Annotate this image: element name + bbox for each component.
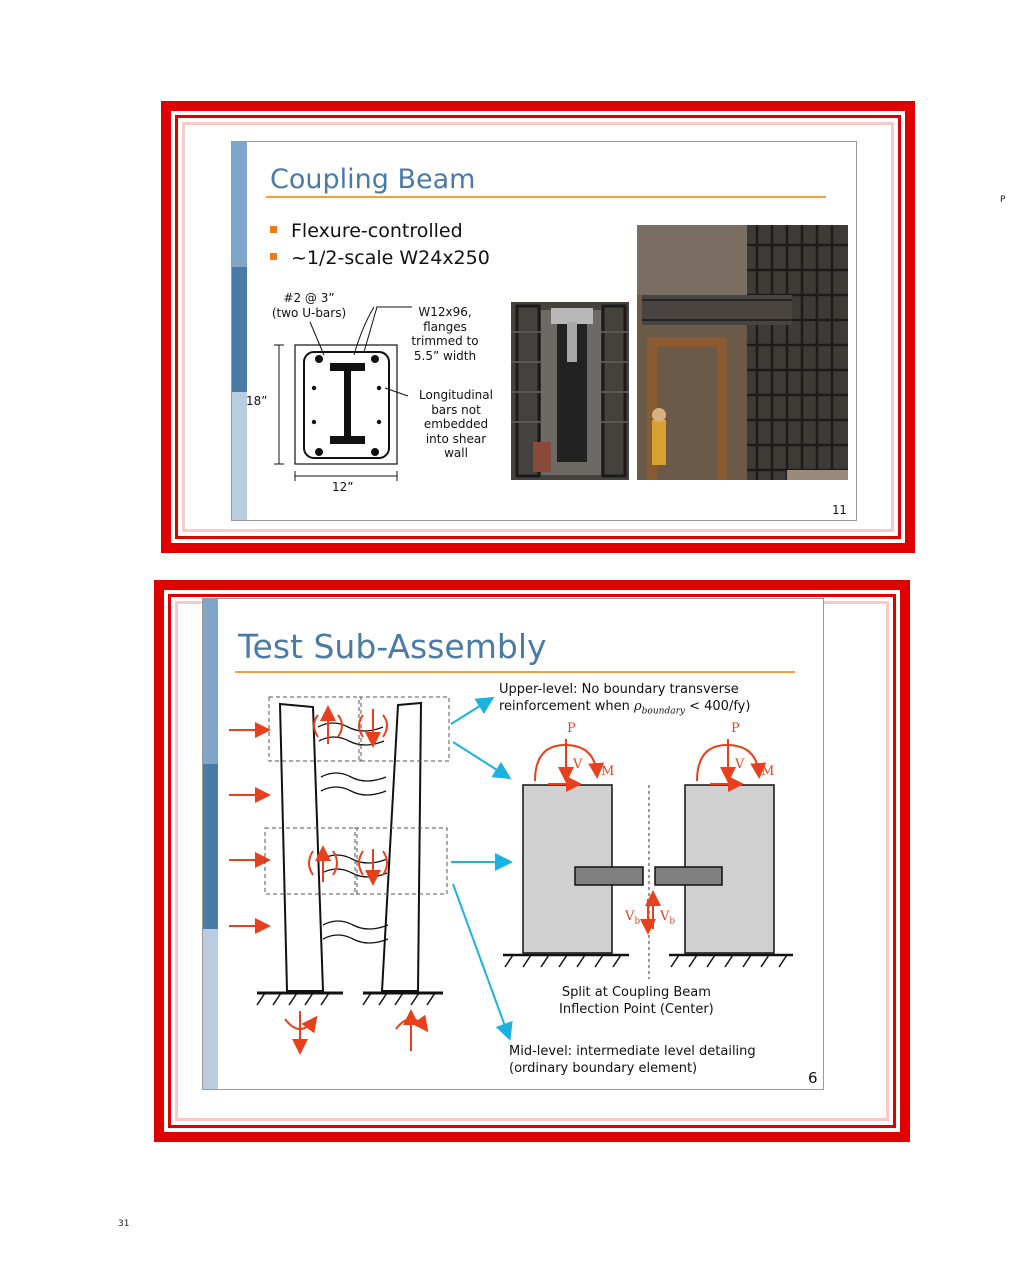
rebar-cage-photo bbox=[511, 302, 629, 480]
sub-assembly-diagram bbox=[229, 696, 793, 1055]
upper-level-note: Upper-level: No boundary transverse rein… bbox=[499, 682, 751, 717]
slide-sidebar bbox=[232, 142, 247, 520]
force-label-v: V bbox=[573, 757, 583, 772]
force-label-m: M bbox=[601, 764, 615, 779]
page-number: 31 bbox=[118, 1219, 130, 1229]
slide-number: 6 bbox=[808, 1069, 818, 1087]
slide-coupling-beam: Coupling Beam Flexure-controlled ~1/2-sc… bbox=[231, 141, 857, 521]
bullet-icon bbox=[270, 253, 277, 260]
wall-cage-photo bbox=[637, 225, 848, 480]
shear-label-left: Vb bbox=[625, 909, 641, 927]
slide-number: 11 bbox=[832, 503, 847, 517]
title-rule bbox=[235, 671, 795, 673]
shear-label-right: Vb bbox=[660, 909, 676, 927]
slide-title: Test Sub-Assembly bbox=[238, 627, 547, 666]
split-note: Split at Coupling Beam Inflection Point … bbox=[559, 985, 714, 1017]
force-label-v: V bbox=[735, 757, 745, 772]
slide-test-sub-assembly: Test Sub-Assembly bbox=[202, 598, 824, 1090]
bullet-item: ~1/2-scale W24x250 bbox=[270, 247, 490, 269]
force-label-p: P bbox=[731, 721, 740, 736]
rebar-label: #2 @ 3”(two U-bars) bbox=[271, 291, 347, 320]
force-label-m: M bbox=[761, 764, 775, 779]
slide-sidebar bbox=[203, 599, 218, 1089]
mid-level-note: Mid-level: intermediate level detailing … bbox=[509, 1044, 756, 1076]
force-label-p: P bbox=[567, 721, 576, 736]
bullet-icon bbox=[270, 226, 277, 233]
width-dimension-label: 12” bbox=[332, 480, 354, 494]
bullet-item: Flexure-controlled bbox=[270, 220, 463, 242]
title-rule bbox=[266, 196, 826, 198]
beam-cross-section-diagram bbox=[274, 306, 412, 481]
margin-letter: P bbox=[1000, 195, 1006, 205]
slide-title: Coupling Beam bbox=[270, 164, 476, 195]
height-dimension-label: 18” bbox=[246, 394, 268, 408]
